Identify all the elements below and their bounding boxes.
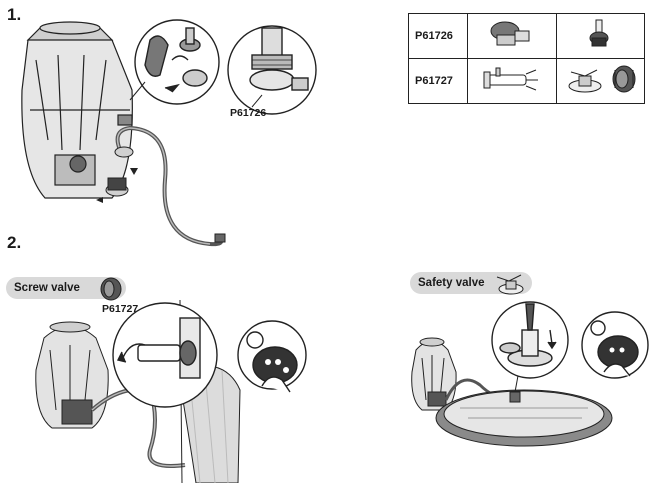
- small-pump: [36, 322, 108, 428]
- hose: [118, 128, 222, 244]
- detail-circle-3: [113, 303, 217, 407]
- step-1-illustration: [0, 0, 360, 250]
- pump-unit: [22, 22, 132, 198]
- table-row: P61726: [409, 14, 645, 59]
- detail-circle-4: [238, 321, 306, 392]
- screw-valve-label: Screw valve: [14, 282, 80, 294]
- detail-circle-5: [492, 302, 568, 378]
- callout-p61726: P61726: [230, 107, 266, 119]
- part-image-cell: [556, 14, 645, 59]
- part-code: P61727: [409, 59, 468, 104]
- part-image-cell: [468, 14, 557, 59]
- safety-valve-icon: [563, 66, 607, 94]
- part-image-cell: [556, 59, 645, 104]
- step-2-screw-illustration: [0, 300, 330, 483]
- safety-valve-pill-icon: [493, 273, 529, 295]
- detail-circle-2: [228, 26, 316, 114]
- hose-adapter-icon: [487, 19, 537, 49]
- safety-valve-label: Safety valve: [418, 277, 485, 289]
- screw-valve-icon: [611, 64, 637, 94]
- small-pump: [412, 338, 456, 410]
- part-image-cell: [468, 59, 557, 104]
- screw-connector-icon: [580, 18, 620, 50]
- detail-circle-6: [582, 312, 648, 378]
- part-code: P61726: [409, 14, 468, 59]
- parts-table: P61726 P61727: [408, 13, 645, 104]
- detail-circle-1: [135, 20, 219, 104]
- table-row: P61727: [409, 59, 645, 104]
- screw-valve-pill-icon: [98, 276, 124, 302]
- plunger-valve-icon: [482, 66, 542, 92]
- step-2-safety-illustration: [400, 300, 653, 483]
